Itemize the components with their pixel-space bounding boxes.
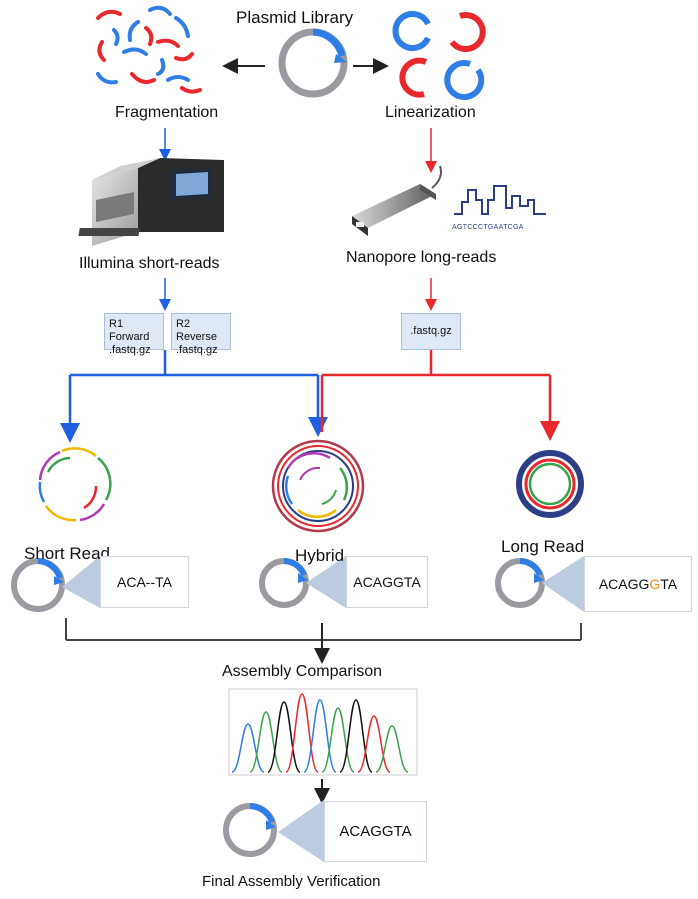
hybrid-assembly-icon	[271, 439, 365, 533]
short-read-assembly-icon	[38, 447, 112, 522]
illumina-label: Illumina short-reads	[79, 255, 220, 272]
long-read-label: Long Read	[501, 537, 585, 556]
nanopore-device-icon	[352, 165, 442, 236]
nanopore-label: Nanopore long-reads	[346, 249, 497, 266]
long-read-seq-pre: ACAGG	[598, 576, 650, 592]
final-plasmid	[223, 800, 324, 862]
r2-file-box: R2 Reverse .fastq.gz	[171, 313, 231, 356]
plasmid-library-icon	[278, 28, 348, 98]
linear-plasmid-icon	[392, 11, 486, 100]
sequencer-icon	[78, 158, 224, 246]
nanopore-distribution-lines	[320, 350, 560, 441]
assembly-comparison-label: Assembly Comparison	[222, 663, 383, 680]
long-read-result-plasmid	[495, 556, 584, 612]
dna-sequence-label: AGTCCCTGAATCGA	[452, 224, 524, 231]
dna-fragments-icon	[96, 5, 202, 94]
long-read-assembly-icon	[516, 450, 584, 518]
long-read-seq-mismatch: G	[649, 576, 661, 592]
comparison-bracket	[65, 618, 582, 664]
chromatogram-icon	[228, 688, 418, 776]
short-read-label: Short Read	[24, 544, 110, 563]
short-read-sequence: ACA--TA	[100, 556, 189, 608]
nanopore-file-box: .fastq.gz	[401, 313, 461, 350]
r1-line2: Forward	[109, 331, 150, 343]
r1-line3: .fastq.gz	[109, 344, 151, 356]
short-read-result-plasmid	[11, 556, 100, 612]
r2-line2: Reverse	[176, 331, 217, 343]
fragmentation-label: Fragmentation	[115, 104, 219, 121]
r1-line1: R1	[109, 318, 124, 330]
illumina-distribution-lines	[60, 350, 328, 443]
nanopore-file-name: .fastq.gz	[410, 325, 452, 337]
final-sequence: ACAGGTA	[324, 801, 427, 862]
hybrid-sequence: ACAGGTA	[346, 556, 428, 608]
signal-trace-icon	[454, 185, 546, 215]
r2-line3: .fastq.gz	[176, 344, 218, 356]
hybrid-result-plasmid	[259, 556, 346, 608]
r1-file-box: R1 Forward .fastq.gz	[104, 313, 164, 356]
hybrid-label: Hybrid	[295, 546, 345, 565]
final-assembly-label: Final Assembly Verification	[202, 873, 381, 890]
plasmid-library-label: Plasmid Library	[236, 8, 354, 27]
long-read-seq-post: TA	[660, 576, 678, 592]
linearization-label: Linearization	[385, 104, 476, 121]
r2-line1: R2	[176, 318, 191, 330]
